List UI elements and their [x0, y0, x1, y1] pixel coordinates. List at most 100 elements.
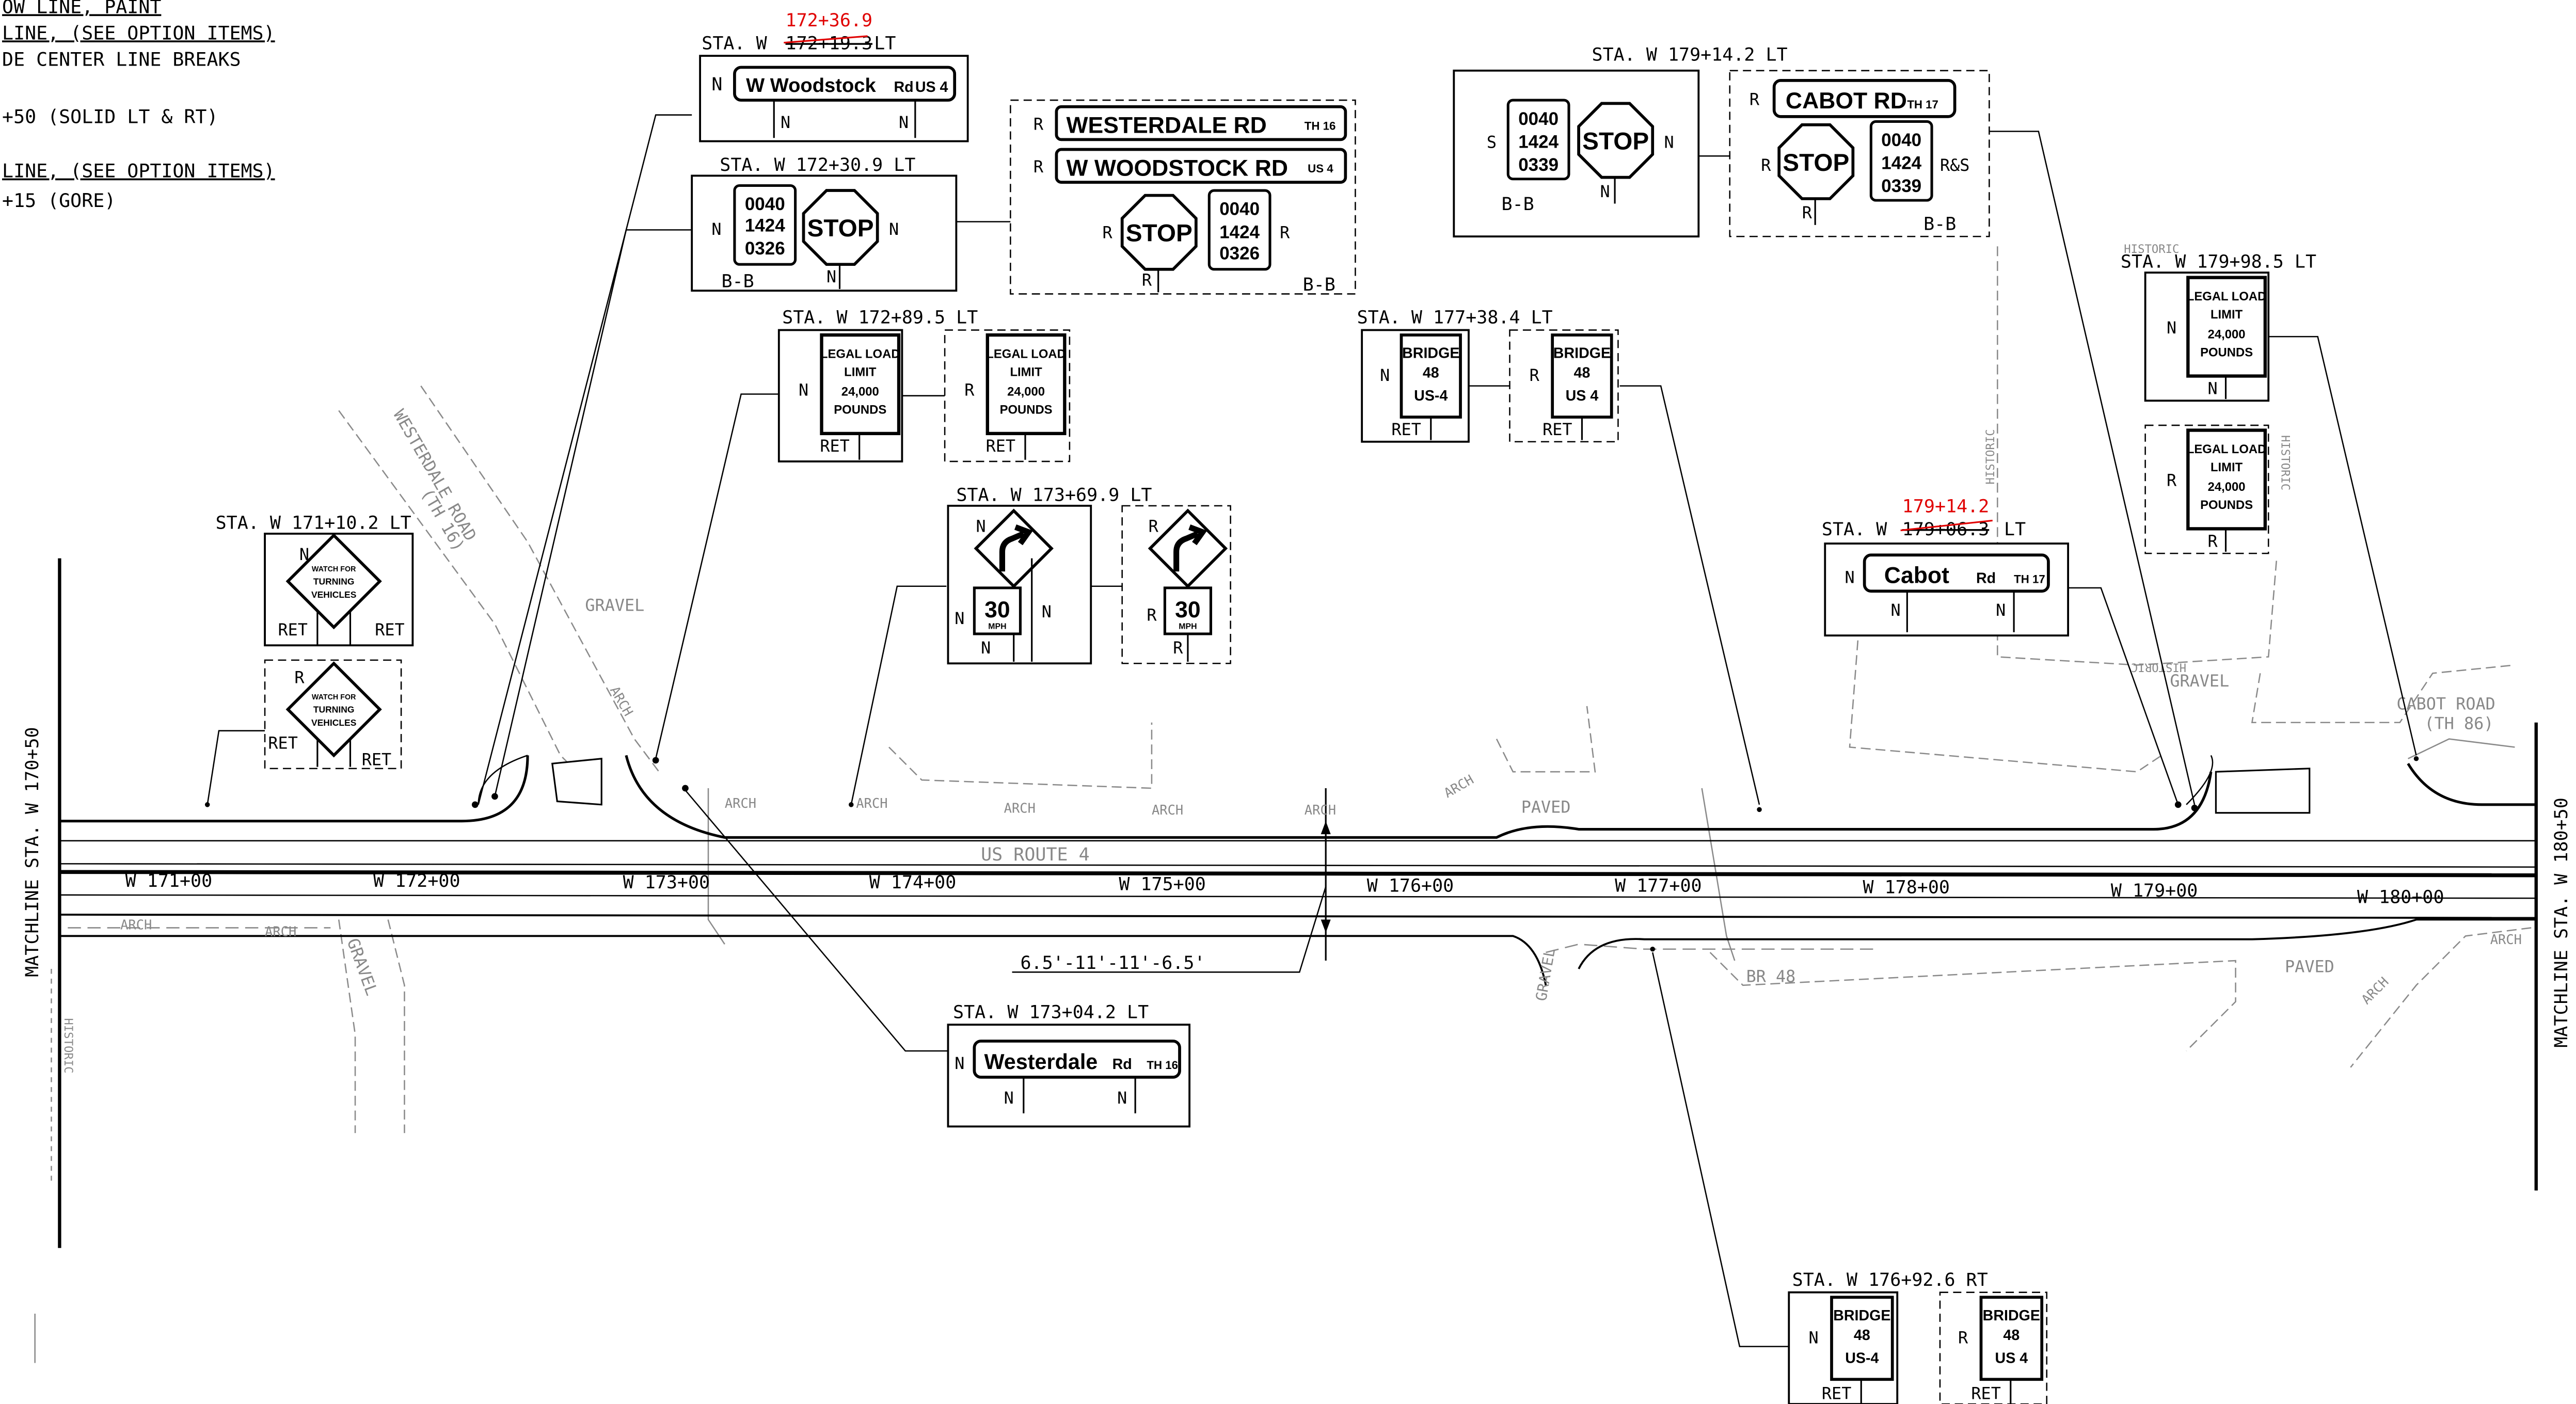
stop172-face-n2: N	[889, 219, 899, 239]
sign-post-markers	[204, 756, 2419, 952]
bridge177r-l1: BRIDGE	[1553, 345, 1611, 362]
station-177: W 177+00	[1615, 875, 1702, 896]
cabot-stop-num-3: 0339	[1518, 155, 1559, 175]
assembly-num-3: 0326	[1219, 244, 1260, 264]
curve173-unit: MPH	[988, 622, 1006, 631]
watch-station: STA. W 171+10.2 LT	[216, 513, 411, 533]
legal179-l1: LEGAL LOAD	[2187, 290, 2267, 304]
legal172r-l3: 24,000	[1007, 385, 1045, 399]
stop172-post-n: N	[826, 267, 836, 286]
gravel-label-north: GRAVEL	[585, 595, 644, 615]
sign-w-woodstock: STA. W 172+36.9 172+19.3 LT N W Woodstoc…	[699, 10, 969, 142]
sign-cabot-stop: STA. W 179+14.2 LT 0040 1424 0339 S STOP…	[1453, 45, 1990, 238]
cabot-stop-station: STA. W 179+14.2 LT	[1592, 45, 1788, 66]
cabot-name-station-new: 179+14.2	[1902, 497, 1989, 517]
stop172-num-2: 1424	[745, 216, 785, 236]
note-line-5: LINE, (SEE OPTION ITEMS)	[2, 160, 275, 182]
legal172-ret: RET	[820, 436, 849, 456]
cabot-name-face-n: N	[1844, 567, 1854, 587]
curve173r-r2: R	[1147, 605, 1157, 625]
general-notes: OW LINE, PAINT LINE, (SEE OPTION ITEMS) …	[2, 0, 275, 212]
watchr-l1: WATCH FOR	[312, 693, 356, 701]
westerdale-name-face-n: N	[955, 1054, 964, 1073]
note-line-6: +15 (GORE)	[2, 189, 116, 212]
historic-label-4: HISTORIC	[2131, 660, 2186, 674]
sign-westerdale-assembly: WESTERDALE RD TH 16 R W WOODSTOCK RD US …	[1010, 99, 1356, 295]
cabot-stop-rnum-1: 0040	[1881, 130, 1921, 150]
leader-lines	[206, 114, 2417, 1347]
watch-l1: WATCH FOR	[312, 565, 356, 573]
paved-label-south: PAVED	[2285, 956, 2334, 976]
legal172-l2: LIMIT	[844, 365, 877, 379]
woodstock-station-side: LT	[874, 33, 896, 54]
legal172r-l4: POUNDS	[1000, 403, 1053, 417]
legal172r-face-r: R	[964, 380, 975, 400]
cabot-name-route: TH 17	[2014, 572, 2045, 585]
cabot-name-side: LT	[2004, 519, 2026, 540]
arch-label-4: ARCH	[1152, 803, 1183, 818]
assembly-line2-route: US 4	[1308, 162, 1333, 175]
legal179r-face-r: R	[2167, 471, 2177, 490]
cabot-stop-route: TH 17	[1907, 98, 1938, 111]
legal179-station: STA. W 179+98.5 LT	[2121, 252, 2316, 273]
cabot-stop-num-2: 1424	[1518, 132, 1559, 152]
station-172: W 172+00	[373, 871, 460, 891]
cabot-stop-post-r: R	[1802, 203, 1812, 222]
bridge176-ret: RET	[1822, 1383, 1851, 1403]
cabot-name-post-n2: N	[1996, 600, 2006, 620]
bridge176-station: STA. W 176+92.6 RT	[1792, 1270, 1988, 1290]
paved-label-north: PAVED	[1521, 797, 1571, 817]
bridge177r-ret: RET	[1543, 420, 1572, 439]
curve173-n4: N	[981, 638, 991, 658]
station-171: W 171+00	[125, 871, 212, 891]
curve173r-speed: 30	[1175, 597, 1201, 623]
sign-curve-173: STA. W 173+69.9 LT 30 MPH N N N N 30 MPH…	[947, 485, 1231, 665]
sign-legal-load-179: STA. W 179+98.5 LT LEGAL LOAD LIMIT 24,0…	[2121, 252, 2316, 554]
station-176: W 176+00	[1367, 875, 1454, 896]
curve-arrow-icon	[999, 524, 1033, 572]
cabot-name-post-n1: N	[1891, 600, 1901, 620]
bridge177-l1: BRIDGE	[1402, 345, 1459, 362]
cabot-stop-face-s: S	[1487, 132, 1497, 152]
arch-label-6: ARCH	[1441, 772, 1476, 802]
matchline-left-label: MATCHLINE STA. W 170+50	[22, 727, 43, 977]
curve173-n1: N	[976, 517, 986, 536]
cabot-stop-face-n: N	[1664, 132, 1674, 152]
stop172-face-n: N	[711, 219, 721, 239]
curve173-speed: 30	[984, 597, 1010, 623]
cabot-stop-rs: R&S	[1940, 155, 1969, 175]
westerdale-name-station: STA. W 173+04.2 LT	[953, 1002, 1149, 1023]
cabot-stop-r1: R	[1750, 90, 1760, 109]
legal172-station: STA. W 172+89.5 LT	[782, 308, 978, 328]
legal172-l1: LEGAL LOAD	[820, 347, 900, 361]
bridge176-l3: US-4	[1845, 1350, 1879, 1366]
legal179r-post-r: R	[2208, 531, 2218, 551]
woodstock-route: US 4	[915, 79, 948, 95]
legal172r-l1: LEGAL LOAD	[986, 347, 1066, 361]
station-175: W 175+00	[1119, 874, 1206, 895]
historic-label-5: HISTORIC	[61, 1018, 75, 1073]
legal179-l4: POUNDS	[2200, 345, 2253, 359]
cabot-stop-view: B-B	[1502, 194, 1534, 215]
curve173r-r1: R	[1149, 517, 1159, 536]
bridge177-station: STA. W 177+38.4 LT	[1357, 308, 1553, 328]
sign-legal-load-172: STA. W 172+89.5 LT LEGAL LOAD LIMIT 24,0…	[777, 308, 1071, 462]
arch-label-10: ARCH	[2490, 932, 2522, 948]
legal179r-l3: 24,000	[2208, 480, 2246, 494]
station-174: W 174+00	[869, 872, 957, 893]
historic-label-3: HISTORIC	[2279, 435, 2292, 490]
legal179-post-n: N	[2208, 379, 2218, 398]
sign-watch-turning: STA. W 171+10.2 LT WATCH FOR TURNING VEH…	[216, 513, 414, 769]
legal172-face-n: N	[799, 380, 808, 400]
note-line-3: DE CENTER LINE BREAKS	[2, 48, 241, 70]
assembly-r1: R	[1033, 114, 1044, 134]
note-line-2: LINE, (SEE OPTION ITEMS)	[2, 22, 275, 44]
arch-label-9: ARCH	[265, 924, 296, 939]
assembly-stop: STOP	[1126, 220, 1192, 247]
legal179-l2: LIMIT	[2211, 308, 2243, 322]
legal172-l3: 24,000	[841, 385, 879, 399]
westerdale-name-post-n2: N	[1117, 1088, 1127, 1108]
legal172-l4: POUNDS	[834, 403, 886, 417]
watchr-ret2: RET	[362, 749, 391, 769]
arch-label-2: ARCH	[856, 796, 887, 811]
